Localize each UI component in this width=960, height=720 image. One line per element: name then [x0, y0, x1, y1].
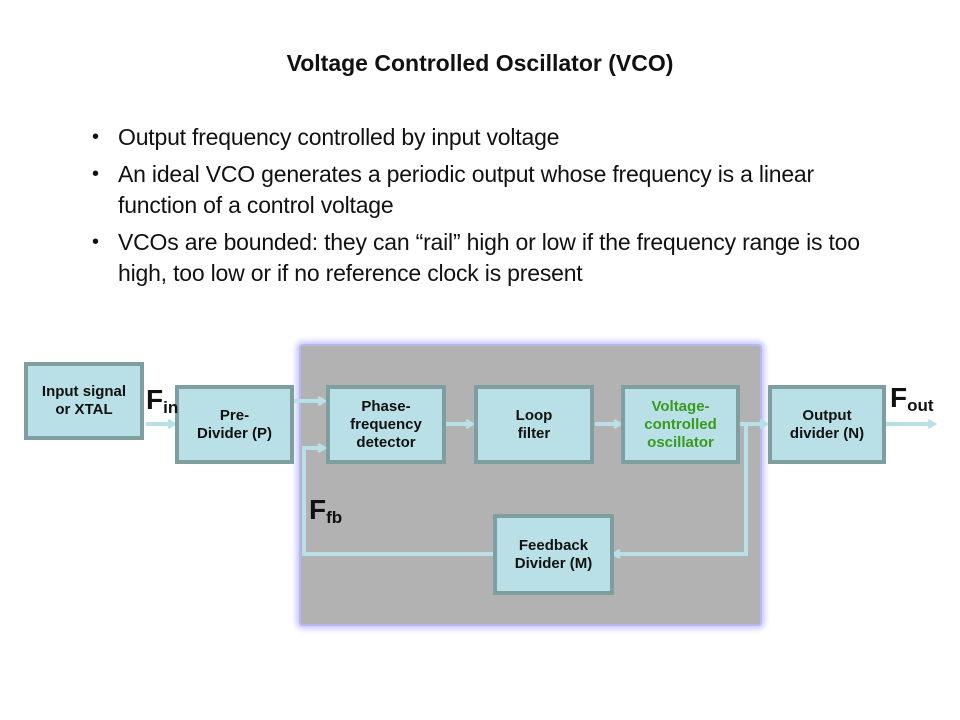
block-label: Input signal or XTAL — [41, 383, 127, 418]
ffb-main: F — [309, 494, 327, 525]
bullet-text: VCOs are bounded: they can “rail” high o… — [118, 229, 860, 286]
feedback-divider-block: Feedback Divider (M) — [493, 514, 614, 595]
wire-feedback-to-pfd — [302, 448, 494, 556]
slide-title: Voltage Controlled Oscillator (VCO) — [286, 50, 674, 76]
fout-main: F — [890, 382, 908, 413]
fin-main: F — [146, 384, 164, 415]
bullet-item: • Output frequency controlled by input vo… — [92, 122, 892, 153]
bullet-item: • An ideal VCO generates a periodic outpu… — [92, 159, 892, 221]
ffb-label: Ffb — [309, 494, 342, 528]
fin-label: Fin — [146, 384, 178, 418]
block-label: Feedback Divider (M) — [514, 536, 593, 572]
bullet-item: • VCOs are bounded: they can “rail” high … — [92, 227, 892, 289]
block-label: Output divider (N) — [789, 406, 865, 442]
wire-vco-to-feedback — [614, 424, 748, 554]
pre-divider-block: Pre-Divider (P) — [175, 385, 294, 464]
ffb-sub: fb — [326, 508, 343, 527]
input-signal-block: Input signal or XTAL — [24, 362, 144, 440]
bullet-text: Output frequency controlled by input vol… — [118, 124, 560, 150]
fin-sub: in — [163, 398, 179, 417]
phase-frequency-detector-block: Phase-frequency detector — [326, 385, 446, 464]
block-label: Pre-Divider (P) — [196, 406, 272, 442]
vco-block: Voltage-controlled oscillator — [621, 385, 740, 464]
bullet-icon: • — [92, 126, 99, 148]
loop-filter-block: Loop filter — [474, 385, 594, 464]
bullet-text: An ideal VCO generates a periodic output… — [118, 161, 814, 218]
block-label: Phase-frequency detector — [350, 397, 422, 451]
output-divider-block: Output divider (N) — [768, 385, 886, 464]
block-label: Voltage-controlled oscillator — [644, 397, 717, 451]
bullet-icon: • — [92, 163, 99, 185]
fout-sub: out — [907, 396, 934, 415]
fout-label: Fout — [890, 382, 934, 416]
bullet-icon: • — [92, 231, 99, 253]
block-label: Loop filter — [515, 406, 553, 442]
bullet-list: • Output frequency controlled by input vo… — [92, 122, 892, 295]
